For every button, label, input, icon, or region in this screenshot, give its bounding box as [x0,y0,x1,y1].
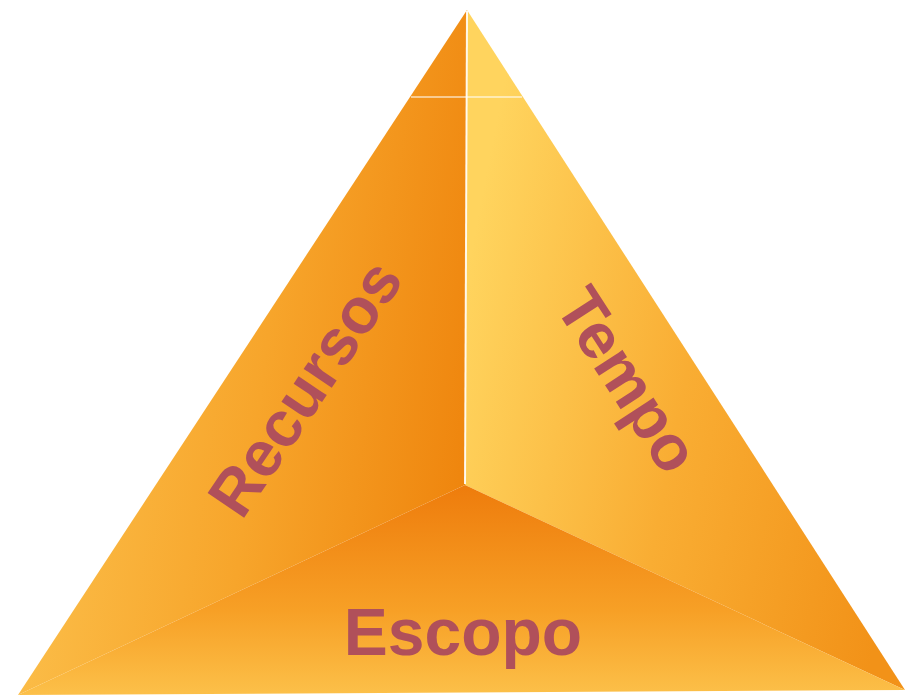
pyramid-face: Escopo [18,485,905,695]
cap-line [411,96,522,98]
ridge-line [465,11,467,484]
face-polygon [18,485,905,695]
face-label: Escopo [344,599,582,665]
